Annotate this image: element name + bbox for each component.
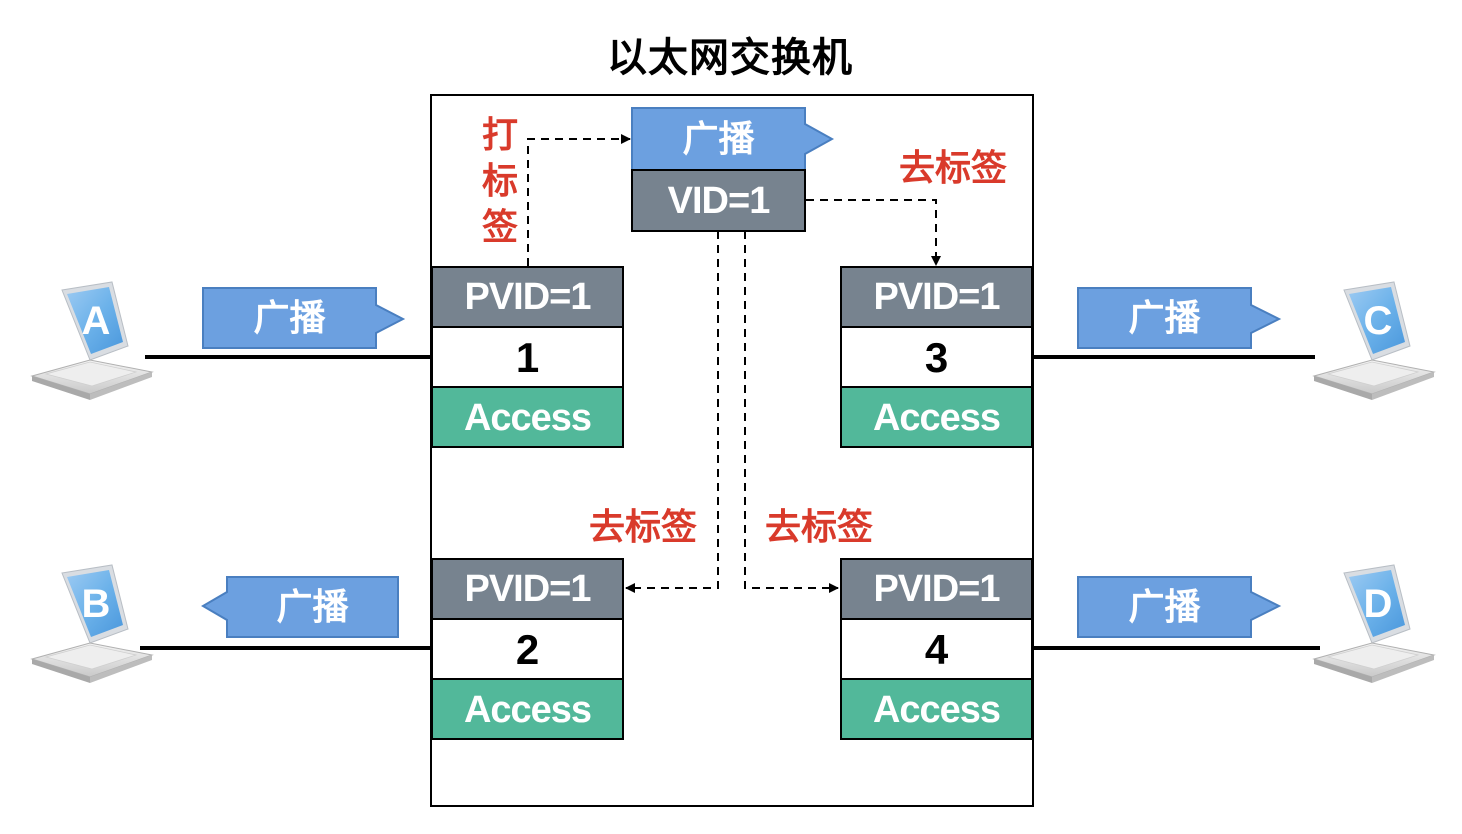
broadcast-label-a: 广播 [253, 297, 326, 338]
tag-annotation-char: 打 [481, 114, 518, 155]
port-2: PVID=1 2 Access [431, 558, 624, 740]
port-pvid: PVID=1 [842, 268, 1031, 328]
port-mode: Access [842, 388, 1031, 446]
tag-annotation-char: 标 [481, 160, 518, 201]
broadcast-arrow-d [1077, 576, 1282, 638]
vid-tag: VID=1 [631, 169, 806, 232]
port-1: PVID=1 1 Access [431, 266, 624, 448]
flow-port1-to-header [527, 134, 631, 266]
flow-header-to-port4 [744, 231, 839, 593]
ethernet-switch [430, 94, 1034, 807]
port-mode: Access [433, 388, 622, 446]
laptop-icon-b: B [31, 564, 153, 684]
untag-annotation-port3: 去标签 [898, 147, 1007, 188]
broadcast-arrow-b [201, 576, 399, 638]
laptop-icon-a: A [31, 281, 153, 401]
port-number: 2 [433, 620, 622, 680]
broadcast-label-b: 广播 [276, 586, 349, 627]
port-pvid: PVID=1 [842, 560, 1031, 620]
broadcast-label-header: 广播 [682, 118, 755, 159]
flow-header-to-port2 [625, 231, 719, 593]
broadcast-label-c: 广播 [1128, 297, 1201, 338]
port-mode: Access [433, 680, 622, 738]
broadcast-arrow-c [1077, 287, 1282, 349]
untag-annotation-port2: 去标签 [588, 506, 697, 547]
port-number: 3 [842, 328, 1031, 388]
broadcast-label-d: 广播 [1128, 586, 1201, 627]
host-label-a: A [82, 299, 111, 343]
port-4: PVID=1 4 Access [840, 558, 1033, 740]
host-label-b: B [82, 582, 111, 626]
port-3: PVID=1 3 Access [840, 266, 1033, 448]
host-label-c: C [1364, 299, 1393, 343]
laptop-icon-c: C [1313, 281, 1435, 401]
broadcast-arrow-a [202, 287, 406, 349]
flow-header-to-port3 [806, 199, 941, 266]
tag-annotation-char: 签 [481, 206, 518, 247]
host-label-d: D [1364, 582, 1393, 626]
port-number: 4 [842, 620, 1031, 680]
untag-annotation-port4: 去标签 [764, 506, 873, 547]
port-mode: Access [842, 680, 1031, 738]
port-pvid: PVID=1 [433, 560, 622, 620]
tag-annotation: 打 标 签 [478, 112, 522, 250]
laptop-icon-d: D [1313, 564, 1435, 684]
port-pvid: PVID=1 [433, 268, 622, 328]
port-number: 1 [433, 328, 622, 388]
diagram-title: 以太网交换机 [607, 36, 853, 80]
